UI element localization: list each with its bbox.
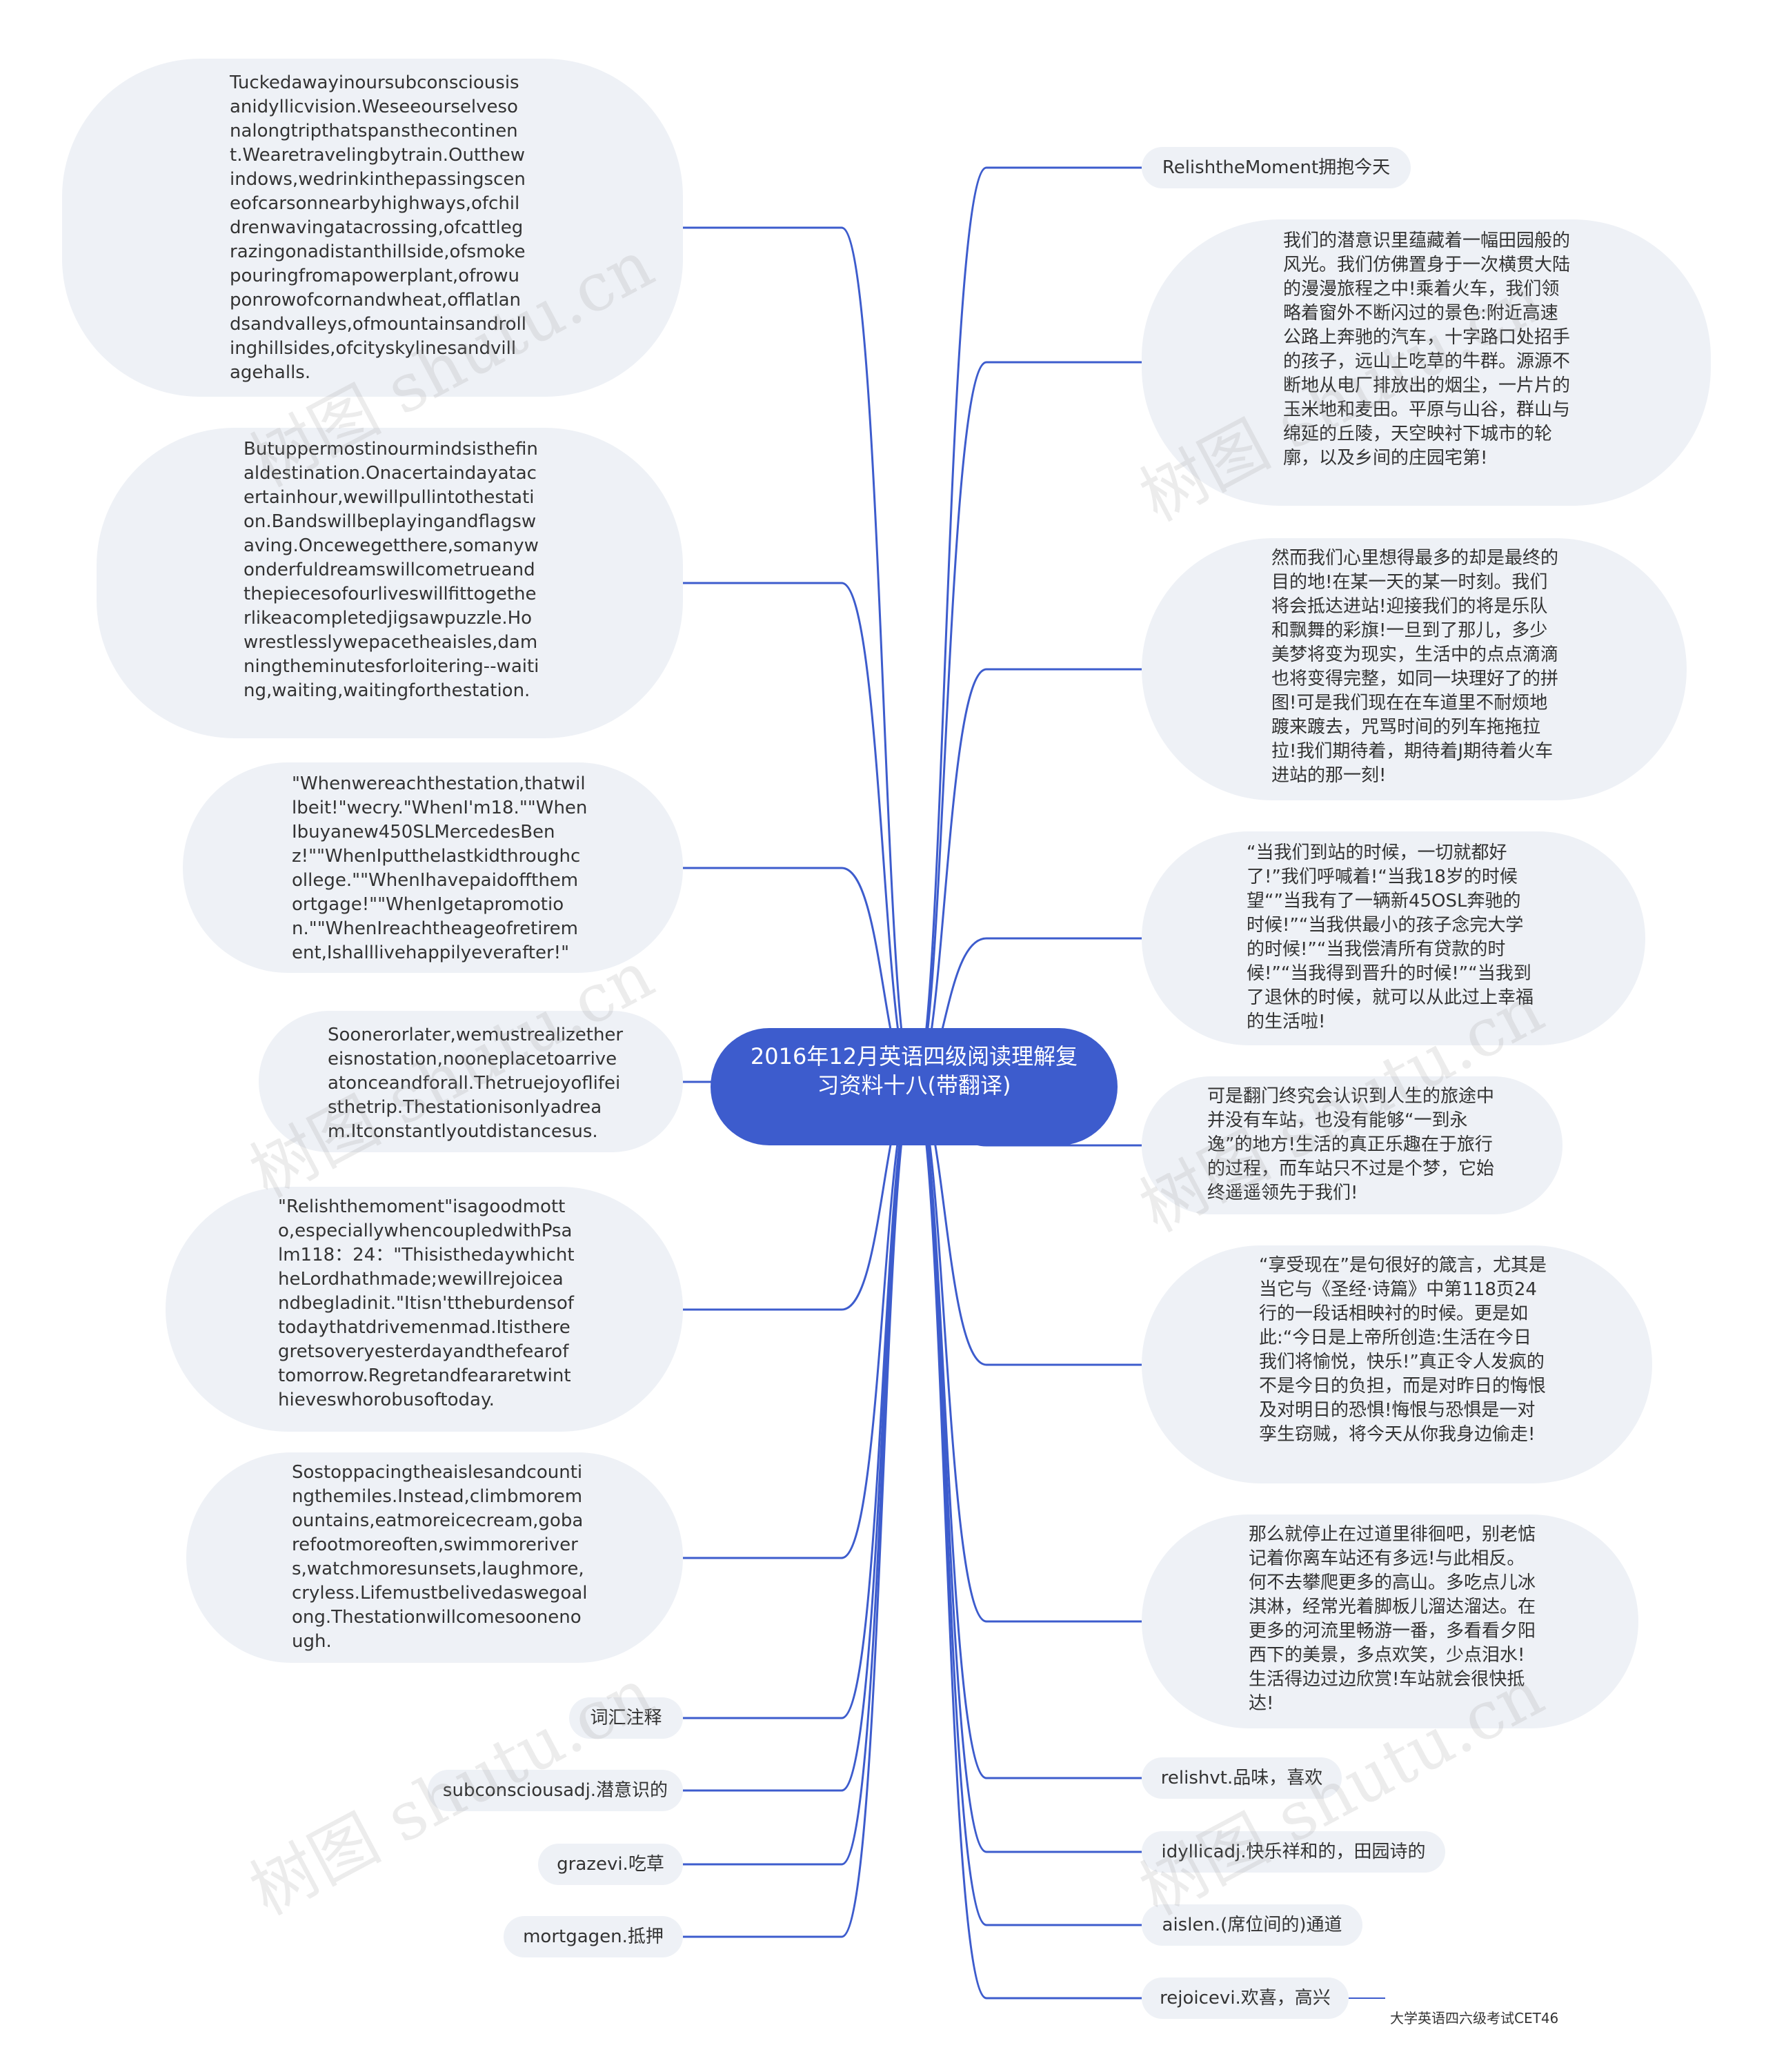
right-paragraph-text: 我们的潜意识里蕴藏着一幅田园般的风光。我们仿佛置身于一次横贯大陆的漫漫旅程之中!… <box>1283 230 1571 468</box>
right-paragraph-text: 然而我们心里想得最多的却是最终的目的地!在某一天的某一时刻。我们将会抵达进站!迎… <box>1271 548 1559 786</box>
left-vocab-pill[interactable]: subconsciousadj.潜意识的 <box>428 1770 683 1811</box>
right-title-pill[interactable]: RelishtheMoment拥抱今天 <box>1142 147 1411 188</box>
left-paragraph-node[interactable]: Tuckedawayinoursubconsciousisanidyllicvi… <box>62 59 683 397</box>
right-vocab-pill[interactable]: relishvt.品味，喜欢 <box>1142 1757 1342 1799</box>
connector-line <box>683 226 915 1088</box>
category-tag[interactable]: 大学英语四六级考试CET46 <box>1390 2010 1559 2026</box>
left-paragraph-node[interactable]: "Relishthemoment"isagoodmotto,especially… <box>166 1187 683 1432</box>
right-paragraph-node[interactable]: 那么就停止在过道里徘徊吧，别老惦记着你离车站还有多远!与此相反。何不去攀爬更多的… <box>1142 1514 1638 1728</box>
left-paragraph-node[interactable]: "Whenwereachthestation,thatwillbeit!"wec… <box>183 762 683 973</box>
right-paragraph-node[interactable]: “当我们到站的时候，一切就都好了!”我们呼喊着!“当我18岁的时候望“”当我有了… <box>1142 831 1645 1045</box>
connector-line <box>913 668 1142 1088</box>
right-paragraph-text: “当我们到站的时候，一切就都好了!”我们呼喊着!“当我18岁的时候望“”当我有了… <box>1247 842 1534 1032</box>
left-paragraph-text: Tuckedawayinoursubconsciousisanidyllicvi… <box>230 72 526 383</box>
right-paragraph-node[interactable]: 然而我们心里想得最多的却是最终的目的地!在某一天的某一时刻。我们将会抵达进站!迎… <box>1142 538 1687 800</box>
connector-line <box>913 1085 1142 1779</box>
connector-line <box>913 166 1142 1088</box>
connector-line <box>683 1085 915 1719</box>
right-paragraph-node[interactable]: 我们的潜意识里蕴藏着一幅田园般的风光。我们仿佛置身于一次横贯大陆的漫漫旅程之中!… <box>1142 219 1711 506</box>
left-vocab-pill[interactable]: 词汇注释 <box>569 1697 683 1739</box>
right-vocab-pill[interactable]: idyllicadj.快乐祥和的，田园诗的 <box>1142 1831 1445 1873</box>
left-vocab-pill[interactable]: mortgagen.抵押 <box>504 1916 683 1957</box>
right-paragraph-node[interactable]: 可是翻门终究会认识到人生的旅途中并没有车站，也没有能够“一到永逸”的地方!生活的… <box>1142 1076 1562 1214</box>
left-paragraph-text: Butuppermostinourmindsisthefinaldestinat… <box>244 439 539 701</box>
left-vocab-pill[interactable]: grazevi.吃草 <box>538 1844 683 1885</box>
right-vocab-pill[interactable]: rejoicevi.欢喜，高兴 <box>1142 1977 1349 2019</box>
right-paragraph-text: “享受现在”是句很好的箴言，尤其是当它与《圣经·诗篇》中第118页24行的一段话… <box>1259 1255 1547 1445</box>
central-topic[interactable]: 2016年12月英语四级阅读理解复习资料十八(带翻译) <box>711 1028 1118 1145</box>
right-paragraph-text: 可是翻门终究会认识到人生的旅途中并没有车站，也没有能够“一到永逸”的地方!生活的… <box>1207 1086 1495 1203</box>
connector-line <box>683 582 915 1088</box>
left-paragraph-text: "Relishthemoment"isagoodmotto,especially… <box>278 1196 575 1410</box>
left-paragraph-node[interactable]: Butuppermostinourmindsisthefinaldestinat… <box>97 428 683 738</box>
left-paragraph-node[interactable]: Soonerorlater,wemustrealizethereisnostat… <box>259 1011 683 1152</box>
right-vocab-pill[interactable]: aislen.(席位间的)通道 <box>1142 1904 1362 1946</box>
left-paragraph-text: Sostoppacingtheaislesandcountingthemiles… <box>292 1462 588 1652</box>
left-paragraph-node[interactable]: Sostoppacingtheaislesandcountingthemiles… <box>186 1452 683 1663</box>
left-paragraph-text: "Whenwereachthestation,thatwillbeit!"wec… <box>292 773 588 963</box>
connector-line <box>913 361 1142 1088</box>
right-paragraph-text: 那么就停止在过道里徘徊吧，别老惦记着你离车站还有多远!与此相反。何不去攀爬更多的… <box>1249 1524 1536 1714</box>
left-paragraph-text: Soonerorlater,wemustrealizethereisnostat… <box>328 1025 624 1142</box>
right-paragraph-node[interactable]: “享受现在”是句很好的箴言，尤其是当它与《圣经·诗篇》中第118页24行的一段话… <box>1142 1245 1652 1483</box>
